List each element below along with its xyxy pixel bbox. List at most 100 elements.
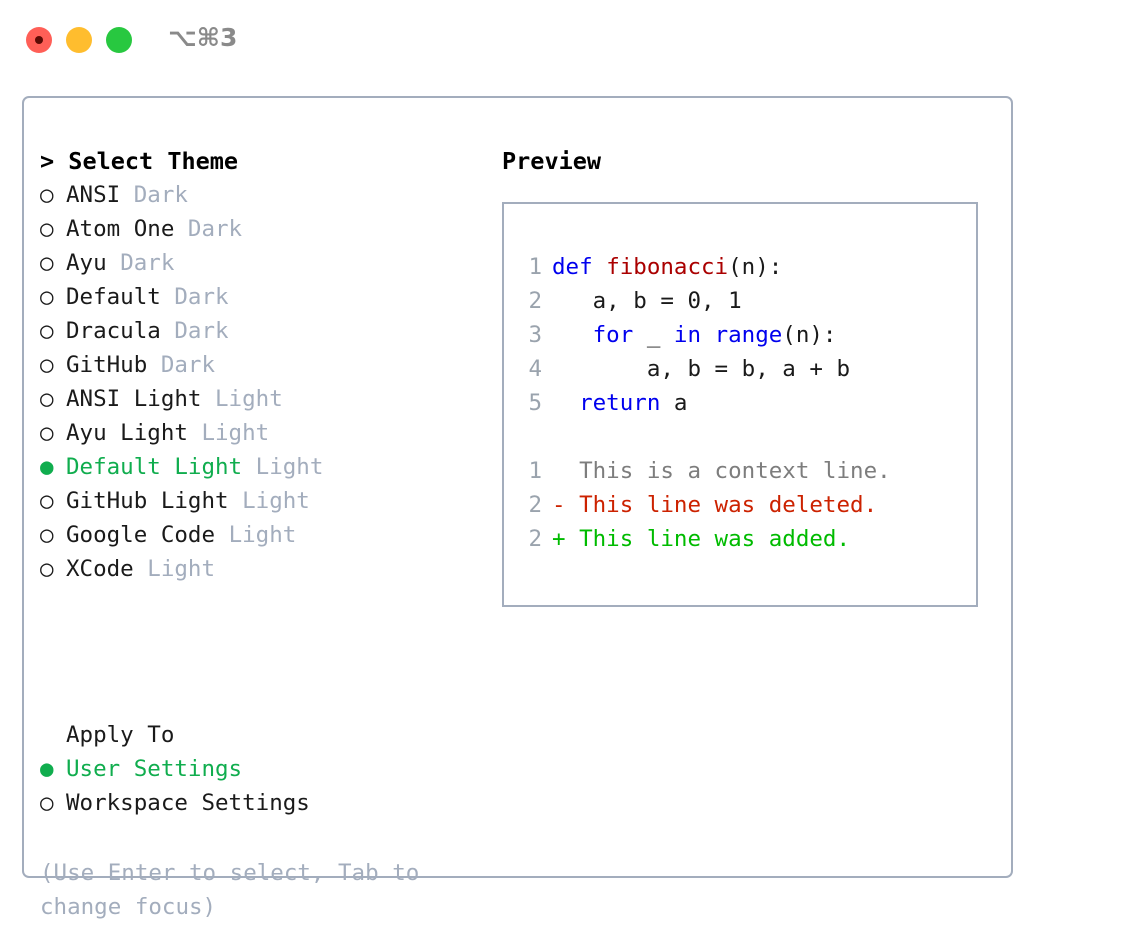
theme-list-item[interactable]: ○ Dracula Dark [40, 314, 480, 348]
theme-mode-badge: Light [255, 454, 324, 480]
help-hint-line-1: (Use Enter to select, Tab to [40, 860, 420, 886]
theme-mode-badge: Dark [187, 216, 243, 242]
diff-sign: + [552, 526, 580, 552]
diff-sign [552, 458, 579, 484]
theme-list-item[interactable]: ○Default Dark [40, 280, 480, 314]
diff-line: 1 This is a context line. [514, 454, 891, 488]
theme-list-item[interactable]: ○XCode Light [40, 552, 480, 586]
code-token-kw: def [552, 254, 607, 280]
preview-heading: Preview [502, 147, 602, 175]
help-hint-text: (Use Enter to select, Tab to change focu… [40, 856, 450, 924]
theme-list[interactable]: ○ANSI Dark○Atom One Dark○Ayu Dark○Defaul… [40, 178, 480, 586]
radio-selected-icon: ● [40, 756, 54, 782]
theme-selector-panel: > Select Theme ○ANSI Dark○Atom One Dark○… [22, 96, 1013, 920]
theme-name-label: ANSI Light [66, 386, 202, 412]
line-number: 5 [528, 390, 542, 416]
code-token-plain: _ [646, 322, 674, 348]
apply-to-item[interactable]: ○ Workspace Settings [40, 786, 480, 820]
code-token-plain: (n): [728, 254, 783, 280]
theme-list-item[interactable]: ○ Google Code Light [40, 518, 480, 552]
theme-name-label: Ayu [66, 250, 107, 276]
code-line: 2 a, b = 0, 1 [514, 284, 891, 318]
diff-text: This line was deleted. [579, 492, 878, 518]
theme-name-label: GitHub [66, 352, 148, 378]
diff-text: This line was added. [579, 526, 851, 552]
theme-name-label: XCode [66, 556, 134, 582]
code-indent [552, 288, 593, 314]
theme-mode-badge: Dark [174, 318, 229, 344]
code-indent [552, 356, 647, 382]
diff-text: This is a context line. [579, 458, 891, 484]
diff-line: 2 + This line was added. [514, 522, 891, 556]
maximize-window-button[interactable] [106, 27, 132, 53]
apply-to-label: Workspace Settings [66, 790, 310, 816]
theme-name-label: Atom One [66, 216, 175, 242]
apply-to-group: Apply To ●User Settings ○ Workspace Settin… [40, 718, 480, 820]
code-token-plain: a [673, 390, 688, 416]
theme-list-item[interactable]: ○Ayu Light Light [40, 416, 480, 450]
line-number: 4 [528, 356, 542, 382]
theme-list-item[interactable]: ○GitHub Dark [40, 348, 480, 382]
radio-empty-icon: ○ [40, 522, 54, 548]
apply-to-item[interactable]: ●User Settings [40, 752, 480, 786]
code-token-plain: (n): [782, 322, 837, 348]
radio-selected-icon: ● [40, 454, 54, 480]
theme-mode-badge: Dark [120, 250, 175, 276]
theme-mode-badge: Light [147, 556, 216, 582]
theme-mode-badge: Light [228, 522, 297, 548]
theme-list-item[interactable]: ●Default Light Light [40, 450, 480, 484]
apply-to-heading: Apply To [66, 722, 175, 748]
theme-list-item[interactable]: ○ GitHub Light Light [40, 484, 480, 518]
theme-name-label: Google Code [66, 522, 216, 548]
line-number: 2 [528, 288, 542, 314]
line-number: 1 [528, 254, 542, 280]
theme-list-item[interactable]: ○ ANSI Light Light [40, 382, 480, 416]
radio-empty-icon: ○ [40, 318, 54, 344]
theme-name-label: Dracula [66, 318, 161, 344]
theme-mode-badge: Light [242, 488, 310, 514]
code-token-plain: a, b = b, a + b [646, 356, 851, 382]
radio-empty-icon: ○ [40, 182, 54, 208]
diff-line-text-ctx: This is a context line. [552, 458, 891, 484]
line-number: 2 [528, 526, 542, 552]
theme-name-label: ANSI [66, 182, 121, 208]
theme-mode-badge: Dark [133, 182, 188, 208]
theme-list-item[interactable]: ○ Ayu Dark [40, 246, 480, 280]
code-line: 4 a, b = b, a + b [514, 352, 891, 386]
diff-line-text-del: - This line was deleted. [552, 492, 877, 518]
help-hint-line-2: change focus) [40, 894, 217, 920]
theme-mode-badge: Dark [174, 284, 229, 310]
line-number: 2 [528, 492, 542, 518]
radio-empty-icon: ○ [40, 420, 54, 446]
radio-empty-icon: ○ [40, 790, 54, 816]
theme-name-label: GitHub Light [66, 488, 229, 514]
apply-to-list[interactable]: ●User Settings ○ Workspace Settings [40, 752, 480, 820]
radio-empty-icon: ○ [40, 352, 54, 378]
theme-list-heading: > Select Theme [40, 147, 239, 175]
radio-empty-icon: ○ [40, 216, 54, 242]
line-number: 3 [528, 322, 542, 348]
code-indent [552, 322, 593, 348]
radio-empty-icon: ○ [40, 250, 54, 276]
theme-list-item[interactable]: ○ Atom One Dark [40, 212, 480, 246]
radio-empty-icon: ○ [40, 488, 54, 514]
code-indent [552, 390, 579, 416]
code-line: 3 for _ in range(n): [514, 318, 891, 352]
theme-name-label: Ayu Light [66, 420, 188, 446]
diff-sign: - [552, 492, 580, 518]
minimize-window-button[interactable] [66, 27, 92, 53]
theme-list-item[interactable]: ○ ANSI Dark [40, 178, 480, 212]
code-blank-line [514, 420, 891, 454]
code-token-kw: for [592, 322, 647, 348]
code-token-plain: a, b = 0, 1 [592, 288, 742, 314]
radio-empty-icon: ○ [40, 386, 54, 412]
code-token-kw: range [714, 322, 783, 348]
code-token-kw: return [579, 390, 674, 416]
close-window-button[interactable] [26, 27, 52, 53]
theme-mode-badge: Light [215, 386, 283, 412]
